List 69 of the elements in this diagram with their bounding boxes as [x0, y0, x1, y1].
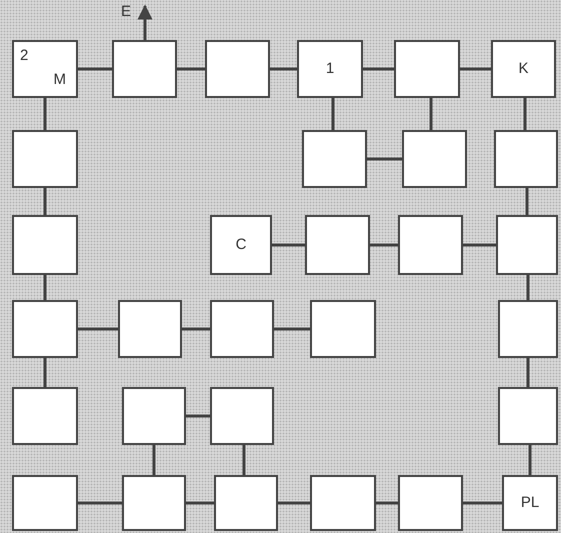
process-box [494, 130, 558, 188]
connector-line [272, 244, 305, 246]
process-box [214, 475, 278, 531]
connector-line [44, 98, 46, 130]
process-box [205, 40, 270, 98]
connector-line [332, 98, 334, 130]
connector-line [367, 158, 402, 160]
connector-line [44, 275, 46, 300]
connector-line [152, 445, 156, 475]
process-box [122, 387, 186, 445]
process-box [210, 387, 274, 445]
process-box [12, 130, 78, 188]
connector-line [182, 328, 210, 330]
connector-line [526, 358, 530, 387]
process-box [310, 475, 376, 531]
connector-line [363, 68, 394, 70]
connector-line [526, 188, 528, 215]
connector-line [526, 275, 530, 300]
process-box [297, 40, 363, 98]
box-label: 2 [20, 48, 28, 64]
connector-line [430, 98, 432, 130]
connector-line [274, 328, 310, 330]
connector-line [463, 502, 502, 504]
edge-label: E [121, 4, 132, 20]
connector-line [78, 328, 118, 330]
connector-line [278, 502, 310, 504]
box-label: PL [520, 495, 540, 511]
process-box [498, 387, 558, 445]
process-box [305, 215, 370, 275]
process-box [12, 387, 78, 445]
connector-line [78, 68, 112, 70]
process-box [402, 130, 467, 188]
process-box [12, 475, 78, 531]
box-label: K [518, 61, 528, 77]
box-label: 1 [326, 61, 334, 77]
connector-line [186, 414, 210, 418]
process-box [210, 215, 272, 275]
connector-line [528, 445, 532, 475]
connector-line [177, 68, 205, 70]
process-box [118, 300, 182, 358]
connector-line [44, 358, 46, 387]
process-box [12, 300, 78, 358]
process-box [210, 300, 274, 358]
connector-line [270, 68, 297, 70]
box-label: C [236, 237, 246, 253]
connector-line [242, 445, 246, 475]
connector-line [78, 502, 122, 504]
process-box [498, 300, 558, 358]
process-box [302, 130, 367, 188]
process-box [310, 300, 376, 358]
process-box [12, 40, 78, 98]
process-box [122, 475, 186, 531]
process-box [394, 40, 460, 98]
connector-line [463, 244, 496, 246]
arrow [138, 4, 152, 40]
process-box [398, 215, 463, 275]
process-box [112, 40, 177, 98]
connector-line [186, 502, 214, 504]
connector-line [370, 244, 398, 246]
process-box [502, 475, 558, 531]
process-box [496, 215, 558, 275]
connector-line [44, 188, 46, 215]
process-box [491, 40, 556, 98]
process-box [398, 475, 463, 531]
connector-line [376, 502, 398, 504]
connector-line [524, 98, 526, 130]
box-label: M [54, 72, 66, 88]
connector-line [460, 68, 491, 70]
process-box [12, 215, 78, 275]
